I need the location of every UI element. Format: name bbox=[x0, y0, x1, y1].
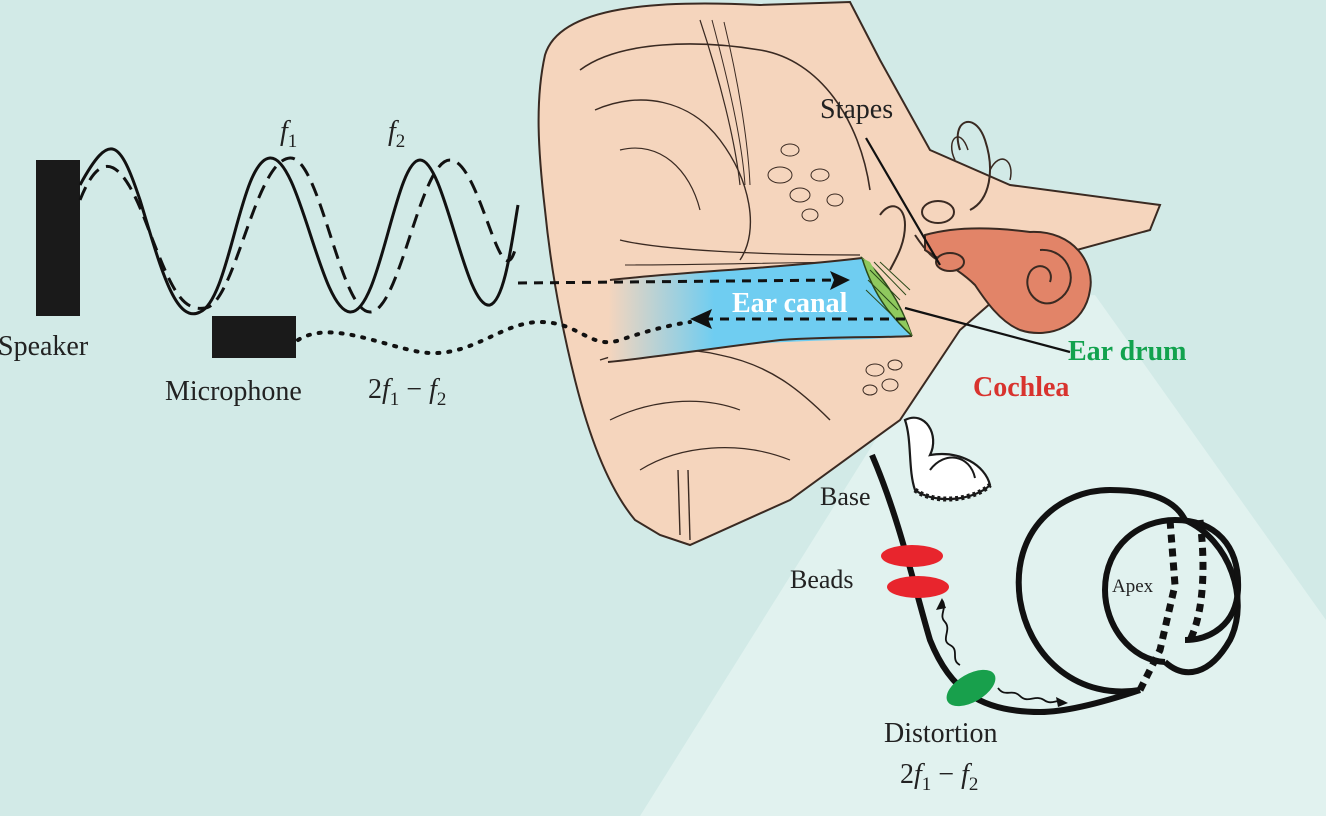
label-distortion-product-bottom: 2f1 − f2 bbox=[900, 759, 978, 795]
bead-upper bbox=[881, 545, 943, 567]
travel-arrow-right bbox=[997, 687, 1065, 704]
stapes-leader bbox=[865, 137, 941, 266]
label-apex: Apex bbox=[1112, 576, 1154, 597]
label-base: Base bbox=[820, 482, 871, 511]
wave-f2-dashed bbox=[78, 156, 517, 314]
speaker-block bbox=[36, 160, 80, 316]
cochlea-shape bbox=[924, 227, 1092, 335]
wave-f1-solid bbox=[78, 147, 520, 316]
label-beads: Beads bbox=[790, 565, 854, 594]
label-distortion-product-left: 2f1 − f2 bbox=[368, 374, 446, 410]
label-f1: f1 bbox=[280, 116, 297, 152]
stapes-magnified bbox=[903, 416, 992, 502]
bead-lower bbox=[887, 576, 949, 598]
label-f2: f2 bbox=[388, 116, 405, 152]
ear-drum bbox=[860, 255, 913, 337]
travel-arrow-up bbox=[941, 599, 961, 666]
ear-drum-leader bbox=[904, 306, 1071, 354]
distortion-source bbox=[946, 669, 996, 707]
microphone-block bbox=[212, 316, 296, 358]
label-ear-canal: Ear canal bbox=[732, 288, 848, 319]
magnification-cone bbox=[640, 295, 1326, 816]
middle-ear bbox=[879, 120, 1012, 271]
label-distortion: Distortion bbox=[884, 718, 998, 749]
label-cochlea: Cochlea bbox=[973, 372, 1069, 403]
label-ear-drum: Ear drum bbox=[1068, 336, 1187, 367]
label-stapes: Stapes bbox=[820, 94, 893, 125]
forward-arrow bbox=[517, 278, 839, 285]
label-microphone: Microphone bbox=[165, 376, 302, 407]
label-speaker: Speaker bbox=[0, 331, 89, 362]
distortion-dotted-path bbox=[296, 319, 692, 356]
